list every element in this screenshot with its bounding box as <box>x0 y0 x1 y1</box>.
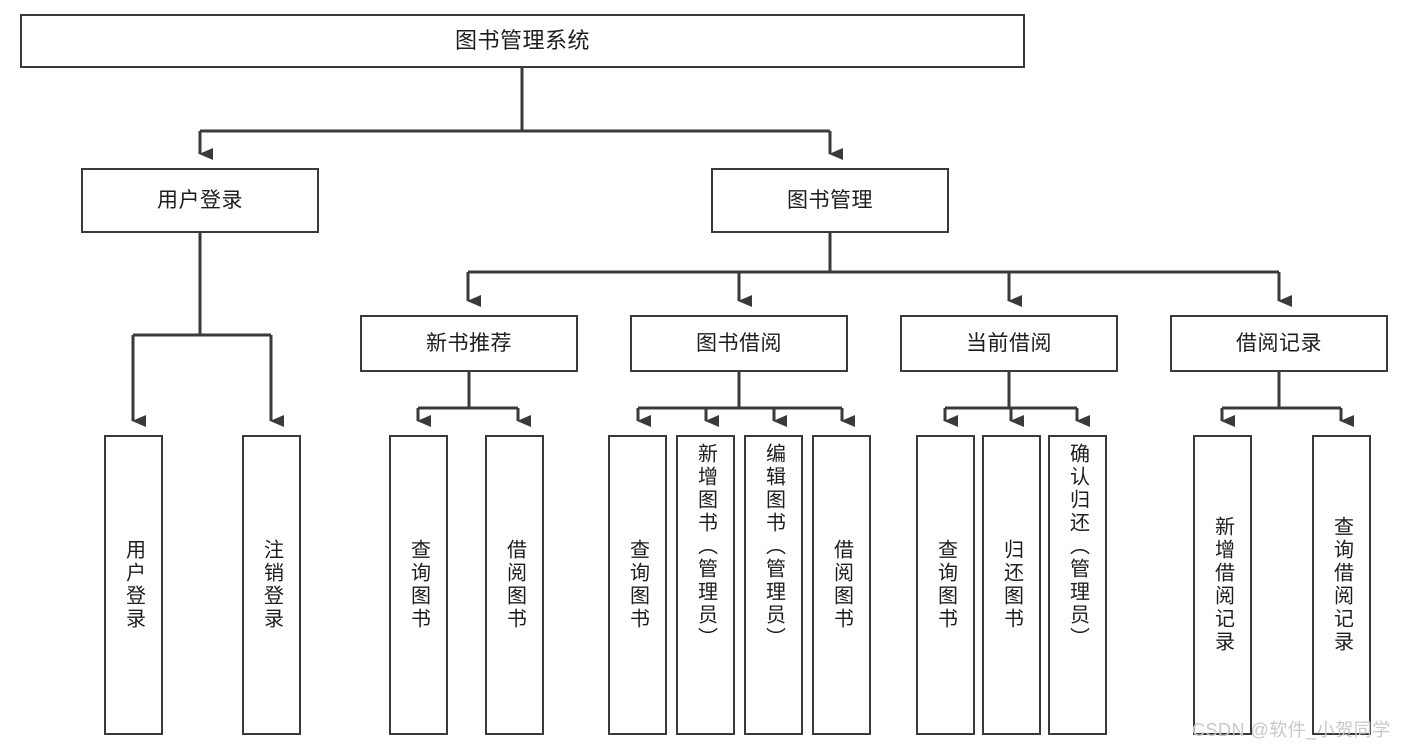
node-root[interactable]: 图书管理系统 <box>20 14 1025 68</box>
node-leaf-borrow-book-1[interactable]: 借阅图书 <box>485 435 544 735</box>
node-root-label: 图书管理系统 <box>454 27 590 53</box>
node-leaf-confirm-return[interactable]: 确认归还（管理员） <box>1048 435 1107 735</box>
node-leaf-query-record[interactable]: 查询借阅记录 <box>1312 435 1371 735</box>
node-borrow-record[interactable]: 借阅记录 <box>1170 315 1388 372</box>
node-leaf-query-record-label: 查询借阅记录 <box>1330 516 1353 654</box>
node-book-management[interactable]: 图书管理 <box>711 168 949 233</box>
node-leaf-add-record[interactable]: 新增借阅记录 <box>1193 435 1252 735</box>
node-leaf-borrow-book-1-label: 借阅图书 <box>503 539 526 631</box>
node-leaf-query-book-1[interactable]: 查询图书 <box>389 435 448 735</box>
node-leaf-return-book-label: 归还图书 <box>1000 539 1023 631</box>
node-current-borrow[interactable]: 当前借阅 <box>900 315 1118 372</box>
node-new-book-recommend-label: 新书推荐 <box>426 331 512 355</box>
node-leaf-edit-book-label: 编辑图书（管理员） <box>762 443 785 650</box>
node-leaf-add-book[interactable]: 新增图书（管理员） <box>676 435 735 735</box>
node-current-borrow-label: 当前借阅 <box>966 331 1052 355</box>
node-leaf-edit-book[interactable]: 编辑图书（管理员） <box>744 435 803 735</box>
node-borrow-record-label: 借阅记录 <box>1236 331 1322 355</box>
node-leaf-user-login[interactable]: 用户登录 <box>104 435 163 735</box>
csdn-watermark: CSDN @软件_小贺同学 <box>1192 720 1391 740</box>
node-leaf-borrow-book-2-label: 借阅图书 <box>830 539 853 631</box>
node-leaf-logout-label: 注销登录 <box>260 539 283 631</box>
node-book-management-label: 图书管理 <box>787 188 873 212</box>
node-leaf-query-book-3[interactable]: 查询图书 <box>916 435 975 735</box>
node-leaf-user-login-label: 用户登录 <box>122 539 145 631</box>
node-leaf-return-book[interactable]: 归还图书 <box>982 435 1041 735</box>
node-new-book-recommend[interactable]: 新书推荐 <box>360 315 578 372</box>
node-leaf-add-record-label: 新增借阅记录 <box>1211 516 1234 654</box>
node-leaf-query-book-2-label: 查询图书 <box>626 539 649 631</box>
node-user-login[interactable]: 用户登录 <box>81 168 319 233</box>
node-book-borrow-label: 图书借阅 <box>696 331 782 355</box>
node-leaf-borrow-book-2[interactable]: 借阅图书 <box>812 435 871 735</box>
node-leaf-query-book-3-label: 查询图书 <box>934 539 957 631</box>
node-leaf-query-book-2[interactable]: 查询图书 <box>608 435 667 735</box>
node-leaf-add-book-label: 新增图书（管理员） <box>694 443 717 650</box>
node-leaf-logout[interactable]: 注销登录 <box>242 435 301 735</box>
node-leaf-confirm-return-label: 确认归还（管理员） <box>1066 443 1089 650</box>
node-book-borrow[interactable]: 图书借阅 <box>630 315 848 372</box>
node-user-login-label: 用户登录 <box>157 188 243 212</box>
node-leaf-query-book-1-label: 查询图书 <box>407 539 430 631</box>
